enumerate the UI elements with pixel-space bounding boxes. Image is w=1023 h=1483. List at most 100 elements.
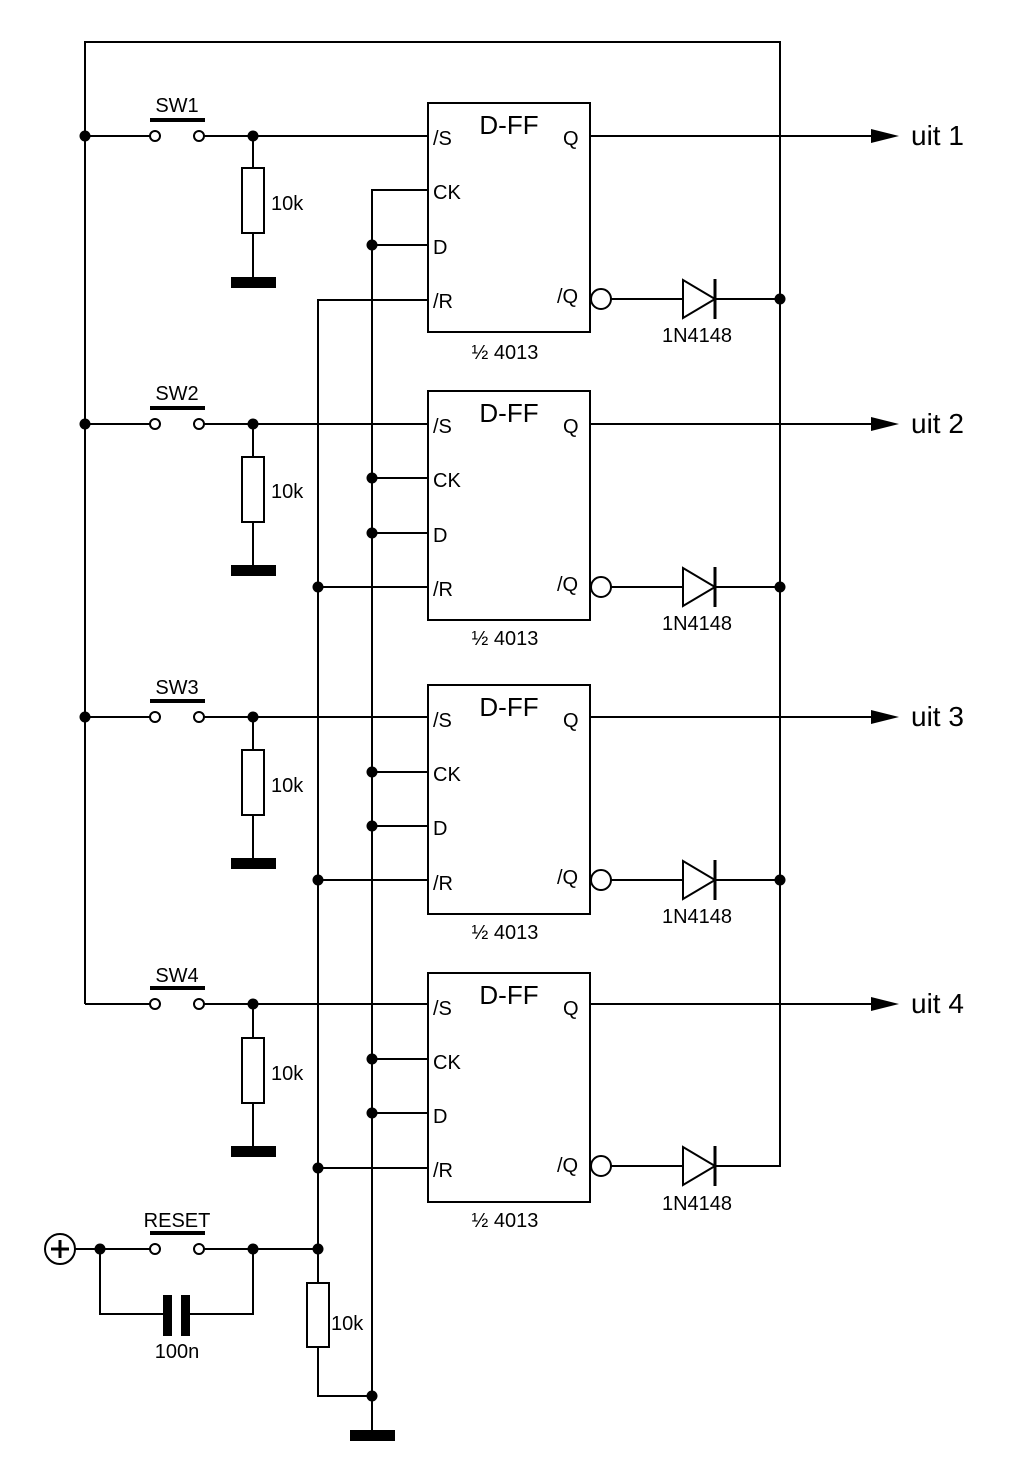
inversion-bubble [590,1155,612,1177]
flipflop-box [427,972,591,1203]
pin-r: /R [433,579,453,601]
junction-dot [247,998,259,1010]
stage-3: SW3 10k D-FF /S CK D /R Q /Q ½ 4013 1N41… [79,677,964,944]
capacitor-plate-left [163,1295,172,1336]
capacitor-label: 100n [155,1341,200,1363]
ic-label: ½ 4013 [472,1210,539,1232]
flipflop-title: D-FF [479,980,538,1010]
junction-dot [312,874,324,886]
pin-d: D [433,818,447,840]
junction-dot [247,418,259,430]
junction-dot [366,527,378,539]
pin-d: D [433,237,447,259]
diode-symbol [682,278,717,320]
junction-dot [366,820,378,832]
inversion-bubble [590,288,612,310]
junction-dot [247,711,259,723]
pin-r: /R [433,291,453,313]
junction-dot [247,130,259,142]
main-ground-symbol [350,1430,395,1441]
pulldown-resistor [241,167,265,234]
junction-dot [312,1243,324,1255]
flipflop-box [427,390,591,621]
junction-dot [247,1243,259,1255]
ic-label: ½ 4013 [472,628,539,650]
output-arrow [871,417,899,431]
flipflop-box [427,102,591,333]
global-wiring [84,41,781,1434]
ground-symbol [231,277,276,288]
reset-circuit: RESET 100n 10k [44,1210,395,1441]
reset-switch-label: RESET [144,1210,211,1232]
stage-4: SW4 10k D-FF /S CK D /R Q /Q ½ 4013 1N41… [85,965,964,1232]
junction-dot [774,874,786,886]
capacitor-plate-right [181,1295,190,1336]
pulldown-resistor [241,456,265,523]
junction-dot [94,1243,106,1255]
stage-1: SW1 10k D-FF /S CK D /R Q /Q ½ 4013 1N41… [79,95,964,364]
output-arrow [871,129,899,143]
flipflop-title: D-FF [479,110,538,140]
ic-label: ½ 4013 [472,922,539,944]
flipflop-title: D-FF [479,398,538,428]
pin-d: D [433,525,447,547]
junction-dot [774,581,786,593]
diode-symbol [682,859,717,901]
diode-symbol [682,566,717,608]
junction-dot [79,418,91,430]
pin-ck: CK [433,182,461,204]
diode-label: 1N4148 [662,906,732,928]
pin-r: /R [433,873,453,895]
ground-symbol [231,565,276,576]
switch-label: SW2 [155,383,198,405]
pin-qn: /Q [557,867,578,889]
diode-label: 1N4148 [662,1193,732,1215]
output-arrow [871,997,899,1011]
pin-qn: /Q [557,574,578,596]
pin-q: Q [563,128,579,150]
inversion-bubble [590,869,612,891]
resistor-label: 10k [271,193,304,215]
diode-symbol [682,1145,717,1187]
pin-s: /S [433,128,452,150]
junction-dot [774,293,786,305]
junction-dot [312,1162,324,1174]
reset-resistor [306,1282,330,1348]
resistor-label: 10k [271,1063,304,1085]
reset-resistor-label: 10k [331,1313,364,1335]
diode-label: 1N4148 [662,325,732,347]
output-arrow [871,710,899,724]
pin-s: /S [433,416,452,438]
output-label: uit 3 [911,701,964,732]
ground-symbol [231,1146,276,1157]
junction-dot [366,766,378,778]
pin-q: Q [563,416,579,438]
junction-dot [312,581,324,593]
resistor-label: 10k [271,775,304,797]
output-label: uit 1 [911,120,964,151]
pin-ck: CK [433,764,461,786]
switch-label: SW4 [155,965,198,987]
pin-s: /S [433,710,452,732]
resistor-label: 10k [271,481,304,503]
flipflop-box [427,684,591,915]
junction-dot [366,239,378,251]
pin-d: D [433,1106,447,1128]
pin-q: Q [563,998,579,1020]
pin-ck: CK [433,1052,461,1074]
flipflop-title: D-FF [479,692,538,722]
pin-qn: /Q [557,286,578,308]
switch-label: SW3 [155,677,198,699]
junction-dot [366,1053,378,1065]
pin-ck: CK [433,470,461,492]
diode-label: 1N4148 [662,613,732,635]
ground-symbol [231,858,276,869]
inversion-bubble [590,576,612,598]
output-label: uit 2 [911,408,964,439]
output-label: uit 4 [911,988,964,1019]
junction-dot [366,1107,378,1119]
ic-label: ½ 4013 [472,342,539,364]
pin-q: Q [563,710,579,732]
junction-dot [366,1390,378,1402]
